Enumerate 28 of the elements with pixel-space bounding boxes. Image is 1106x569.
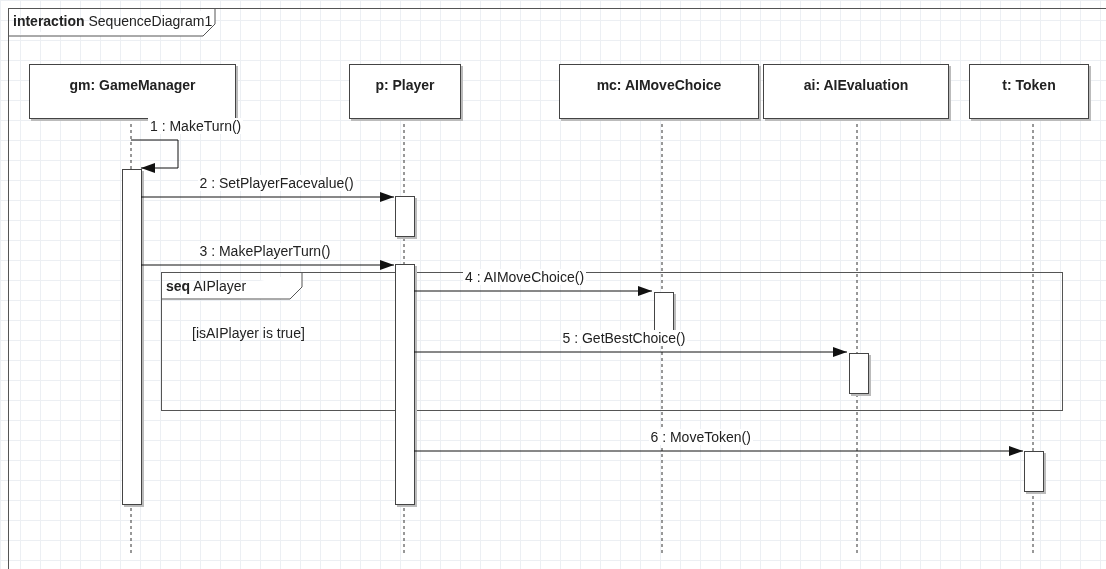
lifeline-head: p: Player bbox=[349, 64, 461, 119]
message-arrow bbox=[140, 192, 395, 202]
message-arrow bbox=[413, 347, 848, 357]
activation-bar bbox=[122, 169, 142, 505]
message-label: 4 : AIMoveChoice() bbox=[463, 269, 587, 285]
frame-title: interaction SequenceDiagram1 bbox=[13, 13, 213, 29]
message-label: 6 : MoveToken() bbox=[648, 429, 753, 445]
guard-condition: [isAIPlayer is true] bbox=[192, 325, 305, 341]
activation-bar bbox=[395, 196, 415, 237]
message-label: 2 : SetPlayerFacevalue() bbox=[197, 175, 356, 191]
fragment-title: seq AIPlayer bbox=[166, 278, 247, 294]
message-label: 5 : GetBestChoice() bbox=[560, 330, 688, 346]
activation-bar bbox=[654, 292, 674, 332]
message-label: 1 : MakeTurn() bbox=[148, 118, 244, 134]
activation-bar bbox=[1024, 451, 1044, 492]
lifeline-head: gm: GameManager bbox=[29, 64, 236, 119]
message-arrow bbox=[413, 286, 653, 296]
interaction-frame bbox=[8, 8, 1106, 569]
combined-fragment bbox=[161, 272, 1063, 411]
lifeline-head: mc: AIMoveChoice bbox=[559, 64, 759, 119]
message-arrow bbox=[130, 139, 179, 173]
message-label: 3 : MakePlayerTurn() bbox=[197, 243, 333, 259]
lifeline-head: ai: AIEvaluation bbox=[763, 64, 949, 119]
activation-bar bbox=[395, 264, 415, 505]
message-arrow bbox=[140, 260, 395, 270]
lifeline-head: t: Token bbox=[969, 64, 1089, 119]
message-arrow bbox=[413, 446, 1024, 456]
activation-bar bbox=[849, 353, 869, 394]
